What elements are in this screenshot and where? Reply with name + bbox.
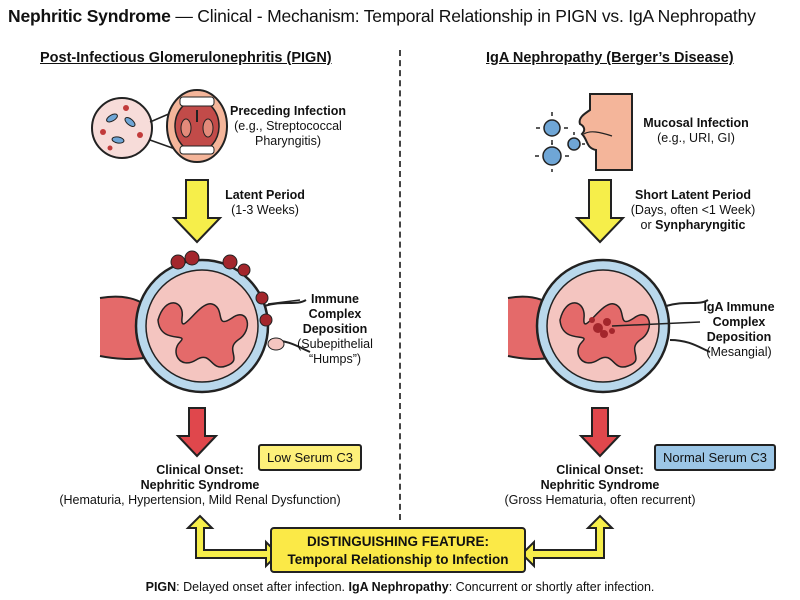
- left-deposition-line3: Deposition: [302, 322, 368, 336]
- face-profile-icon: [578, 93, 633, 171]
- feature-text: Temporal Relationship to Infection: [287, 552, 509, 567]
- right-latent-or: or: [640, 218, 656, 232]
- left-infection-title: Preceding Infection: [230, 104, 346, 118]
- bacteria-icon: [91, 97, 179, 159]
- left-latent-label: Latent Period (1-3 Weeks): [210, 188, 320, 218]
- page-title: Nephritic Syndrome — Clinical - Mechanis…: [8, 6, 756, 27]
- right-onset-syndrome: Nephritic Syndrome: [540, 478, 660, 492]
- left-deposition-label: Immune Complex Deposition (Subepithelial…: [290, 292, 380, 367]
- right-heading: IgA Nephropathy (Berger’s Disease): [486, 50, 734, 66]
- right-onset-arrow: [578, 407, 622, 458]
- left-heading: Post-Infectious Glomerulonephritis (PIGN…: [40, 50, 332, 66]
- feature-heading: DISTINGUISHING FEATURE:: [307, 534, 489, 549]
- right-onset-label: Clinical Onset: Nephritic Syndrome (Gros…: [440, 463, 760, 508]
- right-onset-title: Clinical Onset:: [556, 463, 644, 477]
- left-glomerulus-illustration: [99, 250, 311, 394]
- left-latent-title: Latent Period: [225, 188, 305, 202]
- left-deposition-line4: (Subepithelial: [297, 337, 373, 351]
- right-deposition-line1: IgA Immune: [703, 300, 775, 314]
- left-infection-example-2: Pharyngitis): [255, 134, 321, 148]
- footer-pign-label: PIGN: [145, 580, 177, 594]
- right-deposition-label: IgA Immune Complex Deposition (Mesangial…: [694, 300, 784, 360]
- distinguishing-feature-box: DISTINGUISHING FEATURE: Temporal Relatio…: [270, 527, 526, 573]
- right-deposition-line4: (Mesangial): [706, 345, 772, 359]
- right-onset-details: (Gross Hematuria, often recurrent): [504, 493, 696, 507]
- right-deposition-line2: Complex: [712, 315, 766, 329]
- left-double-arrow: [185, 514, 280, 569]
- left-infection-example: (e.g., Streptococcal: [234, 119, 342, 133]
- normal-serum-c3-badge: Normal Serum C3: [654, 444, 777, 471]
- footer-pign-text: : Delayed onset after infection.: [176, 580, 349, 594]
- left-deposition-line1: Immune: [311, 292, 359, 306]
- left-infection-label: Preceding Infection (e.g., Streptococcal…: [228, 104, 348, 149]
- left-deposition-line2: Complex: [308, 307, 362, 321]
- right-infection-example: (e.g., URI, GI): [657, 131, 735, 145]
- footer-note: PIGN: Delayed onset after infection. IgA…: [0, 580, 800, 594]
- column-divider: [399, 50, 401, 520]
- virus-icon: [535, 112, 585, 172]
- throat-illustration: [166, 89, 228, 163]
- left-onset-details: (Hematuria, Hypertension, Mild Renal Dys…: [59, 493, 341, 507]
- right-double-arrow: [520, 514, 615, 569]
- left-onset-title: Clinical Onset:: [156, 463, 244, 477]
- left-latent-arrow: [171, 179, 223, 244]
- footer-iga-label: IgA Nephropathy: [348, 580, 449, 594]
- left-onset-label: Clinical Onset: Nephritic Syndrome (Hema…: [20, 463, 380, 508]
- left-onset-arrow: [175, 407, 219, 458]
- right-infection-title: Mucosal Infection: [643, 116, 749, 130]
- right-latent-duration: (Days, often <1 Week): [630, 203, 756, 217]
- left-onset-syndrome: Nephritic Syndrome: [140, 478, 260, 492]
- right-infection-label: Mucosal Infection (e.g., URI, GI): [636, 116, 756, 146]
- right-latent-synpharyngitic: Synpharyngitic: [655, 218, 746, 232]
- left-latent-duration: (1-3 Weeks): [231, 203, 299, 217]
- right-glomerulus-illustration: [507, 258, 711, 394]
- right-latent-label: Short Latent Period (Days, often <1 Week…: [618, 188, 768, 233]
- right-latent-title: Short Latent Period: [635, 188, 751, 202]
- title-bold: Nephritic Syndrome: [8, 6, 171, 26]
- left-deposition-line5: “Humps”): [308, 352, 362, 366]
- right-deposition-line3: Deposition: [706, 330, 772, 344]
- title-rest: — Clinical - Mechanism: Temporal Relatio…: [170, 6, 756, 26]
- footer-iga-text: : Concurrent or shortly after infection.: [448, 580, 655, 594]
- low-serum-c3-badge: Low Serum C3: [258, 444, 362, 471]
- right-latent-arrow: [574, 179, 626, 244]
